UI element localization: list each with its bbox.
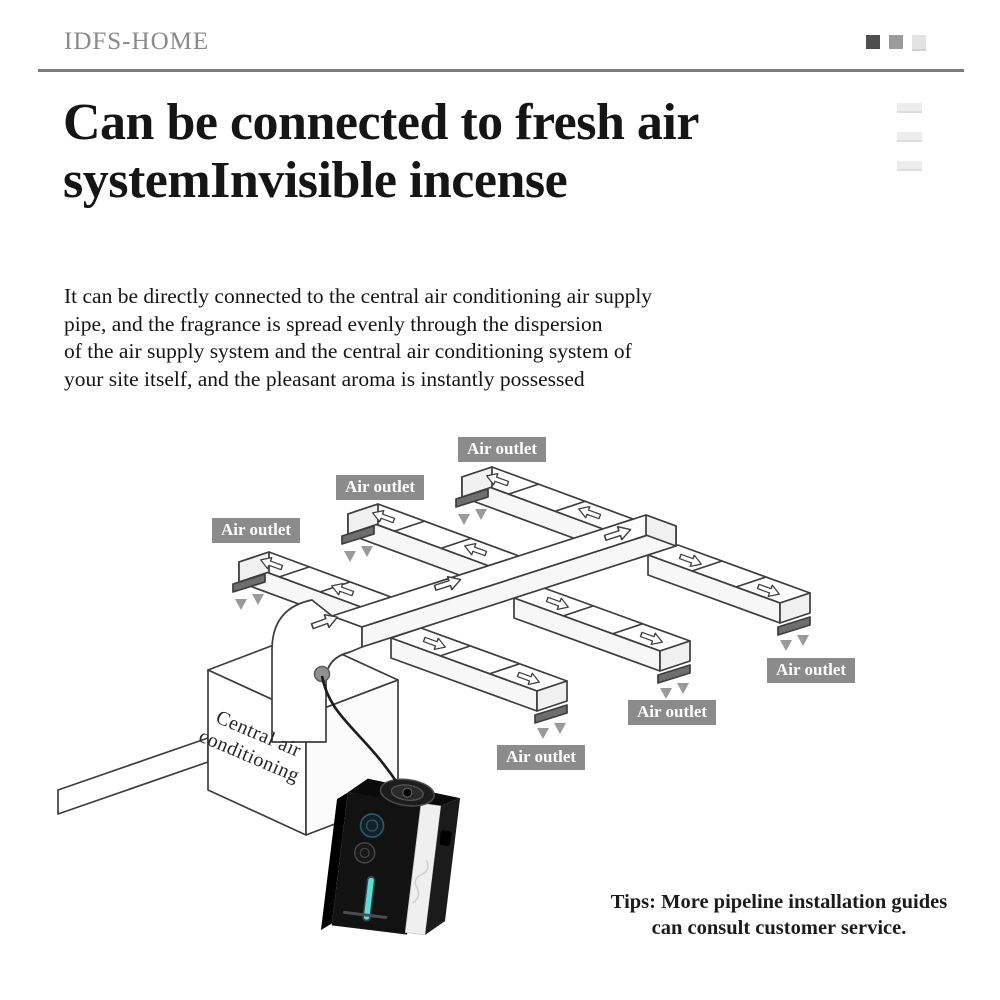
intro-line: pipe, and the fragrance is spread evenly… [64, 311, 603, 336]
device-display-icon [359, 813, 385, 838]
connection-tube [320, 675, 400, 785]
intro-line: It can be directly connected to the cent… [64, 284, 653, 308]
air-outlet-label-6: Air outlet [497, 745, 586, 770]
decor-dash-icon [897, 161, 922, 171]
page-title: Can be connected to fresh air systemInvi… [63, 94, 699, 210]
intro-paragraph: It can be directly connected to the cent… [64, 283, 652, 393]
page-title-line2: systemInvisible incense [63, 152, 568, 209]
main-duct [331, 514, 677, 648]
branch-duct-bottom [390, 627, 568, 724]
intro-line: of the air supply system and the central… [64, 339, 632, 363]
decor-square-dark-icon [866, 35, 880, 49]
decor-dash-icon [897, 132, 922, 142]
decor-squares [866, 35, 926, 51]
brand-text: IDFS-HOME [64, 28, 210, 55]
page-title-line1: Can be connected to fresh air [63, 94, 699, 151]
branch-duct-right [647, 544, 811, 636]
duct-stub [57, 737, 209, 815]
decor-dashes [897, 103, 922, 190]
branch-duct-mid-right [513, 587, 691, 684]
device-brand-strip [343, 910, 388, 920]
device-button-icon [353, 842, 376, 864]
air-outlet-label-5: Air outlet [628, 700, 717, 725]
intro-line: your site itself, and the pleasant aroma… [64, 366, 585, 391]
duct-diagram: Air outlet Air outlet Air outlet Air out… [0, 430, 1000, 1000]
decor-square-gray-icon [889, 35, 903, 49]
tips-line1: Tips: More pipeline installation guides [610, 891, 948, 913]
tips-line2: can consult customer service. [651, 917, 907, 939]
header-divider [38, 69, 964, 72]
air-outlet-label-4: Air outlet [767, 658, 856, 683]
air-outlet-label-3: Air outlet [212, 518, 301, 543]
air-outlet-label-2: Air outlet [336, 475, 425, 500]
decor-dash-icon [897, 103, 922, 113]
tips-note: Tips: More pipeline installation guides … [585, 889, 973, 941]
decor-square-light-icon [912, 35, 926, 51]
device-tube-port [379, 778, 435, 807]
airflow-triangles [235, 509, 809, 739]
air-outlet-label-1: Air outlet [458, 437, 547, 462]
duct-diagram-art [57, 466, 811, 936]
device-light-bar [363, 877, 374, 920]
fragrance-device [320, 778, 461, 936]
